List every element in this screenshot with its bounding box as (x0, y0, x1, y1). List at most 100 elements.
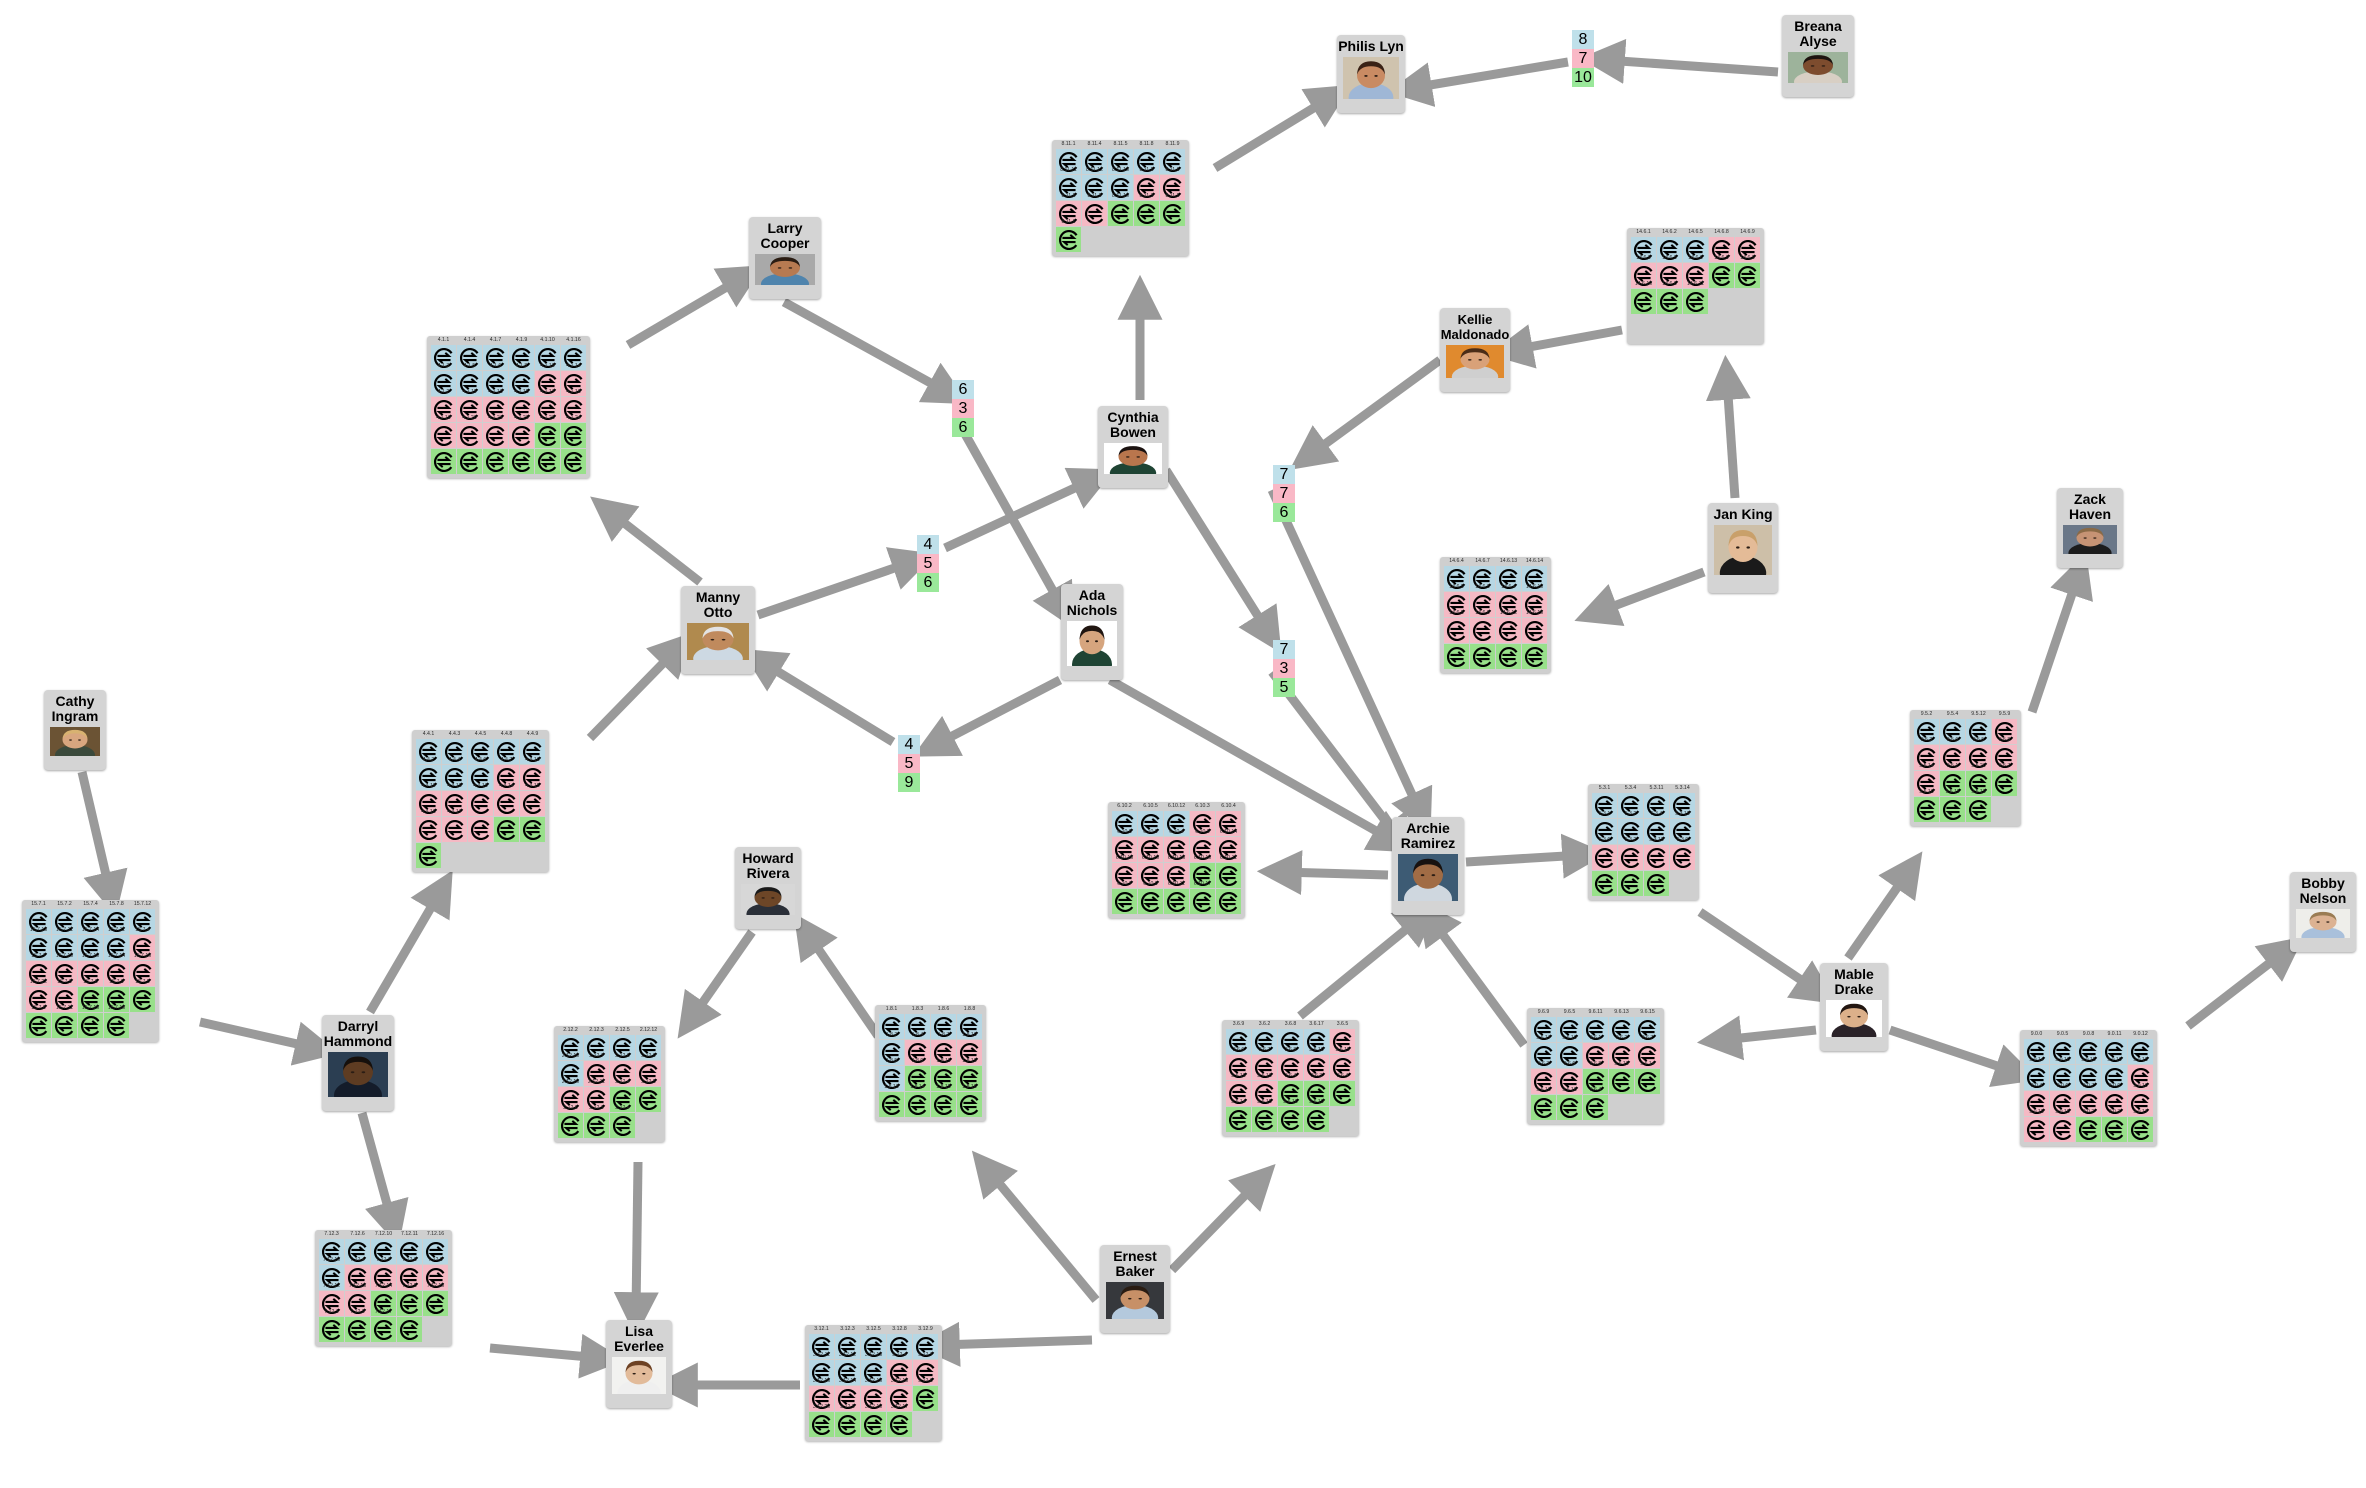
grid-cell[interactable]: 4.1.14 (561, 363, 586, 396)
grid-cell[interactable]: 6.10.7 (1112, 881, 1137, 914)
grid-cell[interactable]: 9.0.12 (2128, 1031, 2153, 1064)
grid-cell[interactable]: 3.6.17 (1304, 1021, 1329, 1054)
grid-cell[interactable]: 14.6.3 (1657, 255, 1682, 288)
person-node[interactable]: Archie Ramirez (1392, 817, 1464, 915)
grid-cell[interactable]: 2.12.5 (636, 1079, 661, 1112)
grid-cell[interactable]: 8.11.8 (1134, 141, 1159, 174)
grid-cell[interactable]: 6.10.4 (1164, 829, 1189, 862)
grid-cell[interactable]: 4.4.11 (416, 783, 441, 816)
grid-cell[interactable]: 5.3.9 (1670, 837, 1695, 870)
grid-cell[interactable]: 6.10.4 (1216, 803, 1241, 836)
grid-cell[interactable]: 3.12.5 (861, 1326, 886, 1359)
grid-cell[interactable]: 14.6.1 (1631, 229, 1656, 262)
person-node[interactable]: Manny Otto (681, 586, 755, 674)
grid-cell[interactable]: 15.7.8 (104, 901, 129, 934)
grid-cell[interactable]: 9.6.4 (1583, 1087, 1608, 1120)
grid-cell[interactable]: 5.3.6 (1592, 837, 1617, 870)
grid-cell[interactable]: 15.7.8 (26, 1005, 51, 1038)
grid-cell[interactable]: 6.10.9 (1138, 829, 1163, 862)
grid-cell[interactable]: 15.7.15 (78, 1005, 103, 1038)
grid-cell[interactable]: 15.7.11 (52, 927, 77, 960)
grid-cell[interactable]: 1.8.1 (879, 1006, 904, 1039)
grid-cell[interactable]: 5.3.13 (1644, 837, 1669, 870)
grid-cell[interactable]: 2.12.12 (636, 1027, 661, 1060)
grid-cell[interactable]: 9.6.1 (1583, 1035, 1608, 1068)
person-node[interactable]: Cathy Ingram (44, 690, 106, 770)
grid-cell[interactable]: 4.1.6 (483, 363, 508, 396)
grid-cell[interactable]: 14.6.15 (1522, 610, 1547, 643)
grid-cell[interactable]: 7.12.12 (319, 1283, 344, 1316)
grid-cell[interactable]: 9.0.16 (2050, 1057, 2075, 1090)
grid-cell[interactable]: 15.7.14 (78, 927, 103, 960)
grid-cell[interactable]: 15.7.11 (104, 927, 129, 960)
grid-cell[interactable]: 9.0.19 (2102, 1057, 2127, 1090)
grid-cell[interactable]: 3.6.8 (1278, 1021, 1303, 1054)
grid-cell[interactable]: 15.7.12 (130, 901, 155, 934)
grid-cell[interactable]: 3.6.4 (1278, 1073, 1303, 1106)
person-node[interactable]: Bobby Nelson (2290, 872, 2356, 952)
grid-cell[interactable]: 14.6.3 (1470, 584, 1495, 617)
grid-cell[interactable]: 14.6.7 (1470, 558, 1495, 591)
grid-cell[interactable]: 4.1.5 (457, 363, 482, 396)
grid-cell[interactable]: 6.10.15 (1112, 855, 1137, 888)
grid-cell[interactable]: 15.7.14 (104, 953, 129, 986)
grid-cell[interactable]: 1.8.12 (957, 1058, 982, 1091)
grid-cell[interactable]: 15.7.22 (26, 979, 51, 1012)
grid-cell[interactable]: 3.6.19 (1304, 1099, 1329, 1132)
grid-cell[interactable]: 9.0.14 (2024, 1057, 2049, 1090)
grid-cell[interactable]: 4.4.8 (494, 731, 519, 764)
person-node[interactable]: Cynthia Bowen (1098, 406, 1168, 488)
grid-cell[interactable]: 3.6.9 (1226, 1021, 1251, 1054)
grid-cell[interactable]: 7.12.17 (371, 1309, 396, 1342)
grid-cell[interactable]: 4.1.9 (509, 337, 534, 370)
grid-cell[interactable]: 2.12.6 (558, 1105, 583, 1138)
grid-cell[interactable]: 9.6.10 (1557, 1035, 1582, 1068)
grid-cell[interactable]: 2.12.3 (584, 1027, 609, 1060)
grid-cell[interactable]: 8.11.3 (1134, 193, 1159, 226)
grid-cell[interactable]: 4.4.2 (416, 757, 441, 790)
grid-cell[interactable]: 4.1.8 (509, 363, 534, 396)
grid-cell[interactable]: 15.7.6 (78, 979, 103, 1012)
person-node[interactable]: Zack Haven (2057, 488, 2123, 568)
grid-cell[interactable]: 8.11.11 (1056, 167, 1081, 200)
grid-cell[interactable]: 1.8.11 (931, 1058, 956, 1091)
grid-cell[interactable]: 8.11.5 (1108, 141, 1133, 174)
grid-cell[interactable]: 15.7.3 (52, 979, 77, 1012)
grid-cell[interactable]: 14.6.13 (1496, 558, 1521, 591)
grid-cell[interactable]: 7.12.5 (397, 1283, 422, 1316)
grid-cell[interactable]: 7.12.16 (423, 1231, 448, 1264)
grid-cell[interactable]: 14.6.6 (1657, 281, 1682, 314)
grid-cell[interactable]: 3.12.6 (913, 1378, 938, 1411)
grid-cell[interactable]: 9.0.17 (2128, 1109, 2153, 1142)
grid-cell[interactable]: 7.12.15 (423, 1283, 448, 1316)
grid-cell[interactable]: 3.6.12 (1226, 1073, 1251, 1106)
grid-cell[interactable]: 3.12.18 (887, 1378, 912, 1411)
grid-cell[interactable]: 9.0.3 (2102, 1109, 2127, 1142)
grid-cell[interactable]: 9.0.12 (2024, 1109, 2049, 1142)
grid-cell[interactable]: 4.1.4 (457, 337, 482, 370)
grid-cell[interactable]: 15.7.7 (26, 953, 51, 986)
grid-cell[interactable] (520, 817, 545, 842)
grid-cell[interactable]: 8.11.6 (1160, 167, 1185, 200)
grid-cell[interactable]: 4.1.11 (457, 389, 482, 422)
grid-cell[interactable]: 6.10.11 (1164, 881, 1189, 914)
grid-cell[interactable]: 2.12.1 (584, 1105, 609, 1138)
grid-cell[interactable]: 14.6.2 (1444, 584, 1469, 617)
grid-cell[interactable]: 3.6.2 (1252, 1021, 1277, 1054)
grid-cell[interactable]: 4.1.21 (483, 415, 508, 448)
person-node[interactable]: Mable Drake (1820, 963, 1888, 1051)
grid-cell[interactable]: 1.8.3 (905, 1006, 930, 1039)
grid-cell[interactable]: 9.0.0 (2024, 1031, 2049, 1064)
grid-cell[interactable]: 9.0.13 (2128, 1057, 2153, 1090)
grid-cell[interactable]: 4.4.1 (416, 731, 441, 764)
grid-cell[interactable]: 7.12.4 (345, 1257, 370, 1290)
grid-cell[interactable]: 7.12.13 (345, 1283, 370, 1316)
person-node[interactable]: Lisa Everlee (606, 1320, 672, 1408)
grid-cell[interactable]: 9.5.5 (1966, 737, 1991, 770)
grid-cell[interactable]: 7.12.8 (397, 1257, 422, 1290)
grid-cell[interactable]: 8.11.12 (1082, 167, 1107, 200)
